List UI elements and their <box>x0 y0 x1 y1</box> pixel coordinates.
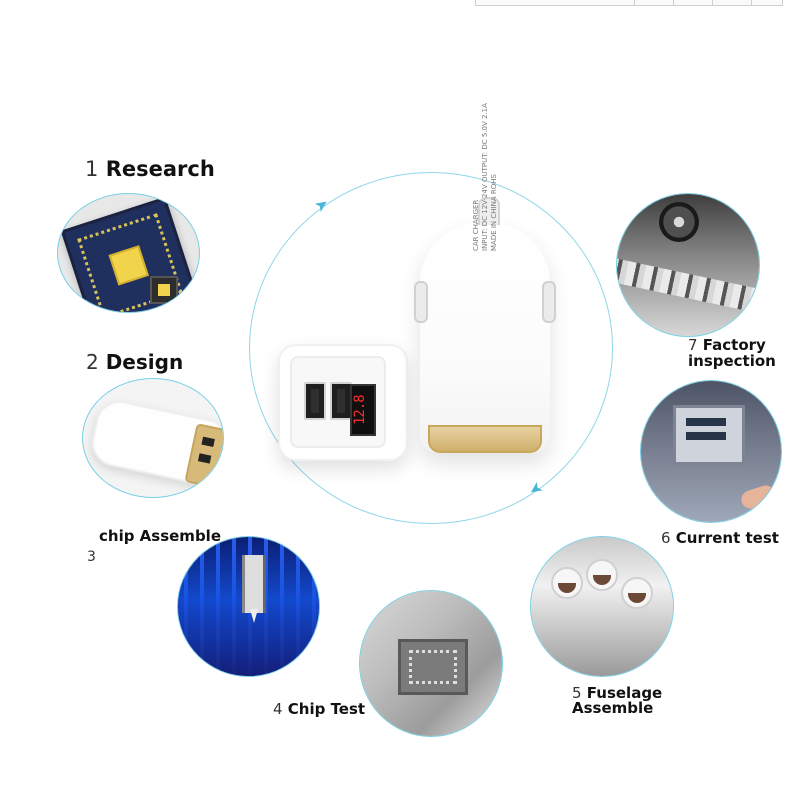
fuselage-assemble-image <box>530 536 674 677</box>
factory-inspection-image <box>616 193 760 337</box>
main-charger-front: 12.8 <box>278 344 408 461</box>
test-board <box>398 639 468 695</box>
step-number: 7 <box>688 336 698 354</box>
worker-icon <box>586 559 618 591</box>
step-title: Chip Test <box>287 700 366 718</box>
step-3-number: 3 <box>87 549 96 565</box>
inspection-lens-icon <box>659 202 699 242</box>
test-panel <box>673 405 745 465</box>
workers-background <box>531 537 673 676</box>
step-number: 2 <box>86 350 99 374</box>
table-divider <box>712 0 713 5</box>
table-divider <box>673 0 674 5</box>
current-test-image <box>640 380 782 523</box>
step-2-label: 2 Design <box>86 350 183 374</box>
spec-line: INPUT: DC 12V-24V OUTPUT: DC 5.0V 2.1A <box>481 103 489 251</box>
charger-contact-icon <box>542 281 556 323</box>
chip-assemble-image <box>177 536 320 677</box>
table-divider <box>751 0 752 5</box>
step-5-label: 5 Fuselage Assemble <box>572 686 662 716</box>
process-ring <box>249 172 613 524</box>
spec-line: CAR CHARGER <box>472 199 480 251</box>
spec-line: MADE IN CHINA ROHS <box>490 174 498 251</box>
charger-front-face: 12.8 <box>290 356 386 448</box>
top-table-fragment <box>475 0 783 6</box>
chip-core <box>108 245 149 286</box>
assembly-probe <box>242 555 266 623</box>
charger-spec-text: CAR CHARGER INPUT: DC 12V-24V OUTPUT: DC… <box>472 103 592 251</box>
step-3-label: chip Assemble <box>99 527 221 545</box>
step-title: Fuselage Assemble <box>572 684 663 717</box>
step-title: chip Assemble <box>99 527 221 545</box>
main-charger-side: CAR CHARGER INPUT: DC 12V-24V OUTPUT: DC… <box>414 103 556 453</box>
mini-charger <box>87 396 223 489</box>
usb-port-icon <box>330 382 352 420</box>
usb-port-icon <box>304 382 326 420</box>
step-6-label: 6 Current test <box>661 529 779 547</box>
charger-contact-icon <box>414 281 428 323</box>
step-number: 3 <box>87 549 96 565</box>
step-number: 1 <box>85 157 99 181</box>
step-number: 5 <box>572 684 582 702</box>
small-chip-icon <box>150 276 178 304</box>
step-title: Current test <box>675 529 779 547</box>
step-4-label: 4 Chip Test <box>273 700 365 718</box>
mini-usb-plate <box>184 423 223 489</box>
table-divider <box>634 0 635 5</box>
step-1-label: 1 Research <box>85 157 215 181</box>
chip-board <box>60 196 199 312</box>
voltage-display: 12.8 <box>350 384 376 436</box>
research-image <box>57 193 200 313</box>
step-title: Design <box>105 350 184 374</box>
design-image <box>82 378 224 498</box>
step-title: Factory inspection <box>688 336 776 370</box>
step-number: 4 <box>273 700 283 718</box>
chip-test-image <box>359 590 503 737</box>
worker-icon <box>551 567 583 599</box>
step-title: Research <box>105 157 215 181</box>
step-7-label: 7 Factory inspection <box>688 337 776 369</box>
worker-icon <box>621 577 653 609</box>
step-number: 6 <box>661 529 671 547</box>
